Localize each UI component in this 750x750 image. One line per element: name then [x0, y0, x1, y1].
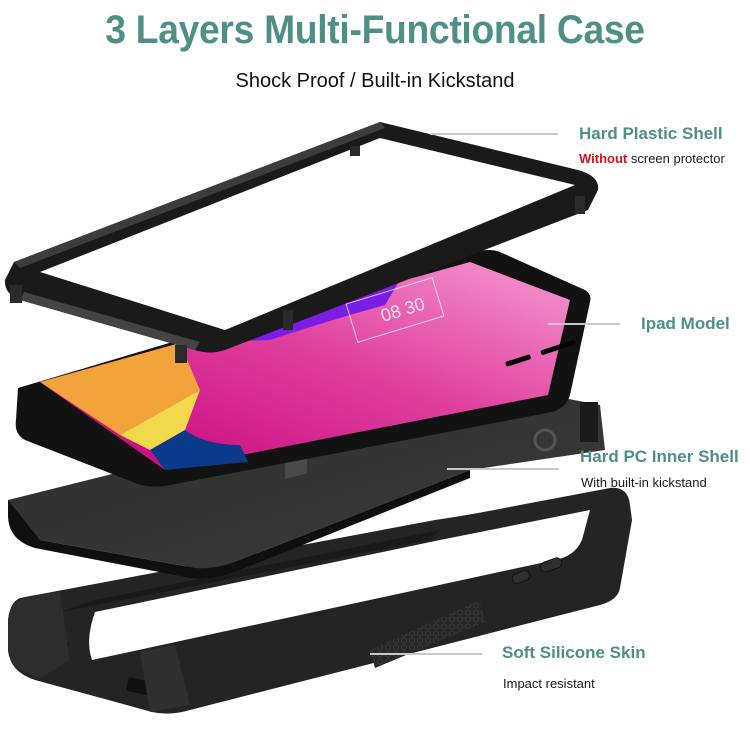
- without-emphasis: Without: [579, 151, 628, 166]
- label-soft-silicone-skin-note: Impact resistant: [503, 676, 595, 691]
- label-hard-plastic-shell-note: Without screen protector: [579, 151, 725, 166]
- label-hard-pc-inner-shell: Hard PC Inner Shell: [580, 447, 739, 466]
- page-title: 3 Layers Multi-Functional Case: [105, 8, 645, 52]
- label-soft-silicone-skin: Soft Silicone Skin: [502, 643, 646, 662]
- leader-line-inner-shell: [447, 468, 559, 470]
- label-hard-pc-inner-shell-note: With built-in kickstand: [581, 475, 707, 490]
- silicone-skin-layer: [8, 487, 632, 714]
- label-hard-plastic-shell: Hard Plastic Shell: [579, 124, 723, 143]
- leader-line-plastic-shell: [430, 133, 558, 135]
- label-ipad-model: Ipad Model: [641, 314, 730, 333]
- page-subtitle: Shock Proof / Built-in Kickstand: [235, 70, 515, 92]
- leader-line-ipad-model: [548, 323, 620, 325]
- note-rest: screen protector: [627, 151, 725, 166]
- leader-line-silicone-skin: [370, 653, 482, 655]
- plastic-shell-layer: [4, 122, 599, 363]
